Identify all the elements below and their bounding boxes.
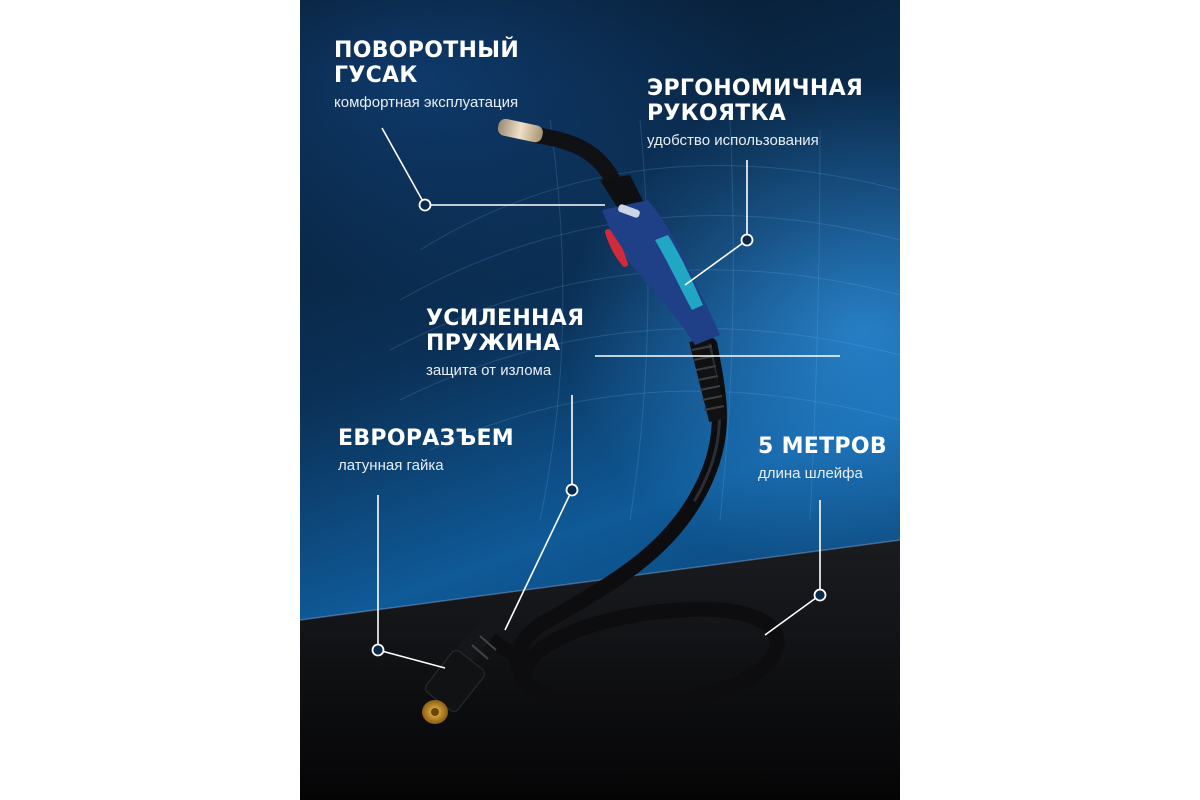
callout-title: 5 МЕТРОВ — [758, 434, 887, 459]
callout-title: ЕВРОРАЗЪЕМ — [338, 426, 514, 451]
callout-title: ПОВОРОТНЫЙ ГУСАК — [334, 38, 520, 88]
floor-surface — [300, 540, 900, 800]
callout-subtitle: удобство использования — [647, 132, 819, 149]
callout-euro-connector: ЕВРОРАЗЪЕМ латунная гайка — [338, 426, 514, 475]
background-grid — [389, 119, 900, 521]
callout-dots — [371, 198, 827, 657]
callout-gooseneck: ПОВОРОТНЫЙ ГУСАК комфортная эксплуатация — [334, 38, 519, 112]
callout-title: УСИЛЕННАЯ ПРУЖИНА — [426, 306, 585, 356]
handle — [600, 175, 720, 345]
callout-subtitle: длина шлейфа — [758, 465, 863, 482]
callout-handle: ЭРГОНОМИЧНАЯ РУКОЯТКА удобство использов… — [647, 76, 863, 150]
callout-subtitle: комфортная эксплуатация — [334, 94, 519, 111]
product-scene — [300, 118, 900, 800]
floor-edge-highlight — [300, 539, 900, 621]
callout-spring: УСИЛЕННАЯ ПРУЖИНА защита от излома — [426, 306, 584, 380]
callout-subtitle: латунная гайка — [338, 457, 444, 474]
callout-subtitle: защита от излома — [426, 362, 552, 379]
product-banner: ПОВОРОТНЫЙ ГУСАК комфортная эксплуатация… — [300, 0, 900, 800]
callout-title: ЭРГОНОМИЧНАЯ РУКОЯТКА — [647, 76, 864, 126]
callout-cable-length: 5 МЕТРОВ длина шлейфа — [758, 434, 887, 483]
gooseneck — [497, 118, 623, 193]
euro-connector — [422, 615, 500, 724]
